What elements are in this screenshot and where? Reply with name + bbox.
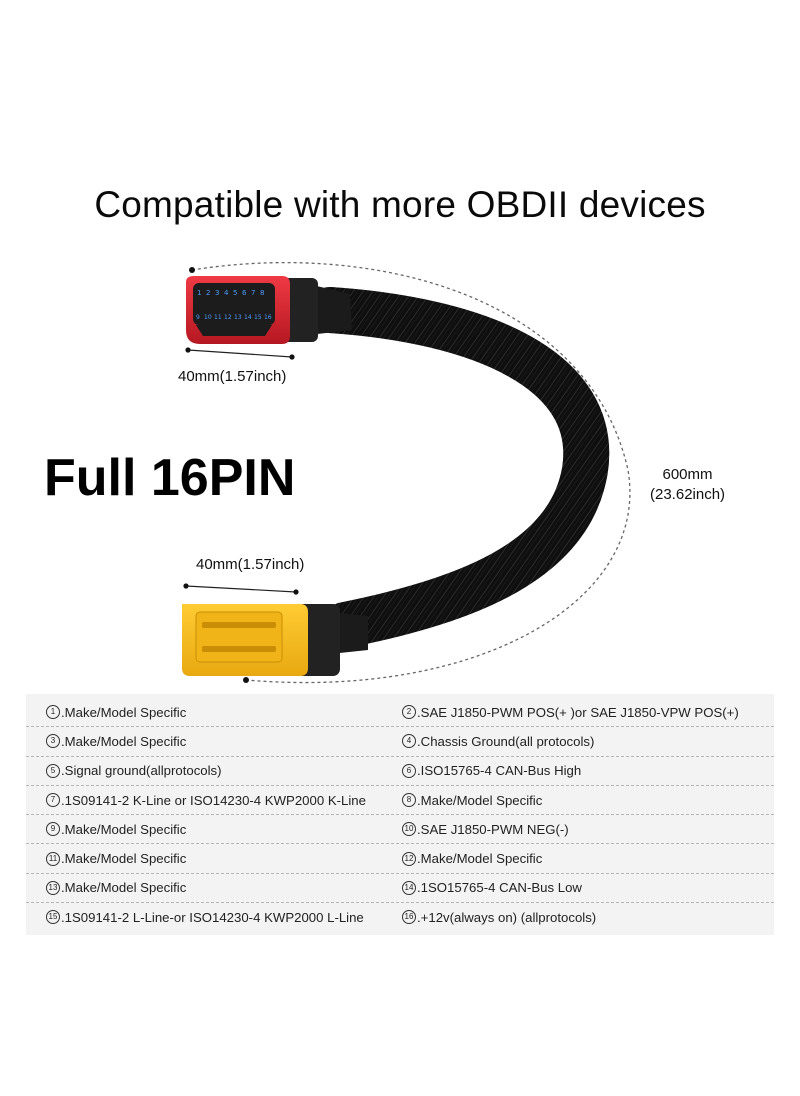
pin-label: 16 xyxy=(264,314,272,321)
table-row: 1.Make/Model Specific 2.SAE J1850-PWM PO… xyxy=(26,698,774,728)
pin-label: 2 xyxy=(206,289,210,297)
obd-cable-illustration: 1 2 3 4 5 6 7 8 9 10 11 12 13 14 15 16 xyxy=(182,261,631,684)
pin-label: 15 xyxy=(254,314,262,321)
table-row: 13.Make/Model Specific 14.1SO15765-4 CAN… xyxy=(26,874,774,904)
pin-desc: .Make/Model Specific xyxy=(61,733,187,749)
pin-number-circle: 8 xyxy=(402,793,416,808)
pin-cell: 5.Signal ground(allprotocols) xyxy=(26,763,402,778)
pin-cell: 2.SAE J1850-PWM POS(+ )or SAE J1850-VPW … xyxy=(402,705,774,720)
table-row: 7.1S09141-2 K-Line or ISO14230-4 KWP2000… xyxy=(26,786,774,816)
pin-label: 4 xyxy=(224,289,229,297)
pin-desc: .+12v(always on) (allprotocols) xyxy=(417,909,597,925)
table-row: 3.Make/Model Specific 4.Chassis Ground(a… xyxy=(26,727,774,757)
pin-cell: 13.Make/Model Specific xyxy=(26,880,402,895)
pin-cell: 3.Make/Model Specific xyxy=(26,734,402,749)
female-dimension-line xyxy=(185,347,295,360)
pin-desc: .1S09141-2 L-Line-or ISO14230-4 KWP2000 … xyxy=(61,909,364,925)
pin-cell: 11.Make/Model Specific xyxy=(26,851,402,866)
pin-desc: .1S09141-2 K-Line or ISO14230-4 KWP2000 … xyxy=(61,792,366,808)
pin-number-circle: 13 xyxy=(46,880,60,895)
pin-cell: 7.1S09141-2 K-Line or ISO14230-4 KWP2000… xyxy=(26,793,402,808)
table-row: 5.Signal ground(allprotocols) 6.ISO15765… xyxy=(26,757,774,786)
pin-desc: .ISO15765-4 CAN-Bus High xyxy=(417,763,582,779)
pin-label: 14 xyxy=(244,314,252,321)
male-dimension-line xyxy=(183,583,299,595)
pin-label: 13 xyxy=(234,314,242,321)
pin-label: 10 xyxy=(204,314,212,321)
pin-number-circle: 15 xyxy=(46,910,60,925)
pin-number-circle: 2 xyxy=(402,705,416,720)
table-row: 15.1S09141-2 L-Line-or ISO14230-4 KWP200… xyxy=(26,903,774,931)
pin-cell: 4.Chassis Ground(all protocols) xyxy=(402,734,774,749)
female-width-label: 40mm(1.57inch) xyxy=(178,368,287,385)
pin-desc: .Make/Model Specific xyxy=(61,851,187,867)
cable-length-inch: (23.62inch) xyxy=(650,486,726,503)
pin-desc: .Make/Model Specific xyxy=(61,880,187,896)
headline: Compatible with more OBDII devices xyxy=(94,184,706,225)
pin-number-circle: 9 xyxy=(46,822,60,837)
pin-cell: 9.Make/Model Specific xyxy=(26,822,402,837)
pin-number-circle: 3 xyxy=(46,734,60,749)
pin-number-circle: 11 xyxy=(46,851,60,866)
cable-length-label: 600mm (23.62inch) xyxy=(650,465,725,505)
male-width-label: 40mm(1.57inch) xyxy=(196,556,305,573)
pin-cell: 14.1SO15765-4 CAN-Bus Low xyxy=(402,880,774,895)
pin-desc: .Chassis Ground(all protocols) xyxy=(417,733,595,749)
pin-number-circle: 4 xyxy=(402,734,416,749)
pin-desc: .1SO15765-4 CAN-Bus Low xyxy=(417,880,582,896)
pin-label: 11 xyxy=(214,314,222,321)
pin-cell: 16.+12v(always on) (allprotocols) xyxy=(402,910,774,925)
cable-length-mm: 600mm xyxy=(662,466,713,483)
male-connector xyxy=(182,604,368,676)
pin-desc: .Make/Model Specific xyxy=(417,851,543,867)
pin-desc: .SAE J1850-PWM POS(+ )or SAE J1850-VPW P… xyxy=(417,704,739,720)
pin-label: 6 xyxy=(242,289,247,297)
pin-desc: .SAE J1850-PWM NEG(-) xyxy=(417,821,569,837)
pin-label: 9 xyxy=(196,314,200,321)
pin-cell: 12.Make/Model Specific xyxy=(402,851,774,866)
pin-labels-bottom: 9 10 11 12 13 14 15 16 xyxy=(196,314,272,321)
pin-desc: .Make/Model Specific xyxy=(61,821,187,837)
pin-number-circle: 7 xyxy=(46,793,60,808)
pin-cell: 10.SAE J1850-PWM NEG(-) xyxy=(402,822,774,837)
pin-label: 1 xyxy=(197,289,201,297)
pin-cell: 8.Make/Model Specific xyxy=(402,793,774,808)
pin-label: 8 xyxy=(260,289,264,297)
arc-end-top xyxy=(189,267,195,273)
pin-cell: 1.Make/Model Specific xyxy=(26,705,402,720)
braided-cable xyxy=(307,287,610,648)
pin-number-circle: 6 xyxy=(402,763,416,778)
pin-labels-top: 1 2 3 4 5 6 7 8 xyxy=(197,289,264,297)
pin-cell: 6.ISO15765-4 CAN-Bus High xyxy=(402,763,774,778)
female-connector xyxy=(186,276,352,344)
pin-number-circle: 14 xyxy=(402,880,416,895)
table-row: 9.Make/Model Specific 10.SAE J1850-PWM N… xyxy=(26,815,774,845)
table-row: 11.Make/Model Specific 12.Make/Model Spe… xyxy=(26,844,774,874)
pin-label: 12 xyxy=(224,314,232,321)
pin-desc: .Signal ground(allprotocols) xyxy=(61,763,222,779)
pin-desc: .Make/Model Specific xyxy=(417,792,543,808)
pin-label: 5 xyxy=(233,289,237,297)
pin-number-circle: 5 xyxy=(46,763,60,778)
pin-cell: 15.1S09141-2 L-Line-or ISO14230-4 KWP200… xyxy=(26,910,402,925)
pin-number-circle: 10 xyxy=(402,822,416,837)
pin-label: 3 xyxy=(215,289,219,297)
pin-label: 7 xyxy=(251,289,255,297)
pin-number-circle: 16 xyxy=(402,910,416,925)
pin-number-circle: 12 xyxy=(402,851,416,866)
pin-desc: .Make/Model Specific xyxy=(61,704,187,720)
pin-number-circle: 1 xyxy=(46,705,60,720)
length-arc xyxy=(191,261,631,684)
arc-end-bottom xyxy=(243,677,249,683)
full-16pin-badge: Full 16PIN xyxy=(44,449,296,507)
pin-definition-table: 1.Make/Model Specific 2.SAE J1850-PWM PO… xyxy=(26,694,774,936)
